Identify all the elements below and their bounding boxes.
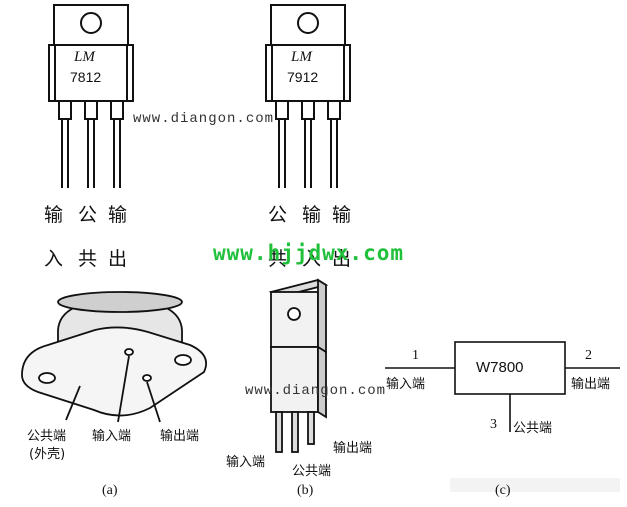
fig-c-label-input: 输入端 <box>386 377 426 392</box>
lm7812-brand: LM <box>74 49 95 65</box>
fig-b-label-common: 公共端 <box>292 464 332 479</box>
package-lm7812 <box>48 4 134 188</box>
fig-c-pin3-number: 3 <box>490 417 497 432</box>
fig-a-caption: (a) <box>102 483 118 498</box>
fig-b-label-input: 输入端 <box>226 455 266 470</box>
fig-a-label-input: 输入端 <box>92 429 132 444</box>
fig-b-caption: (b) <box>297 483 314 498</box>
lm7812-pin3-char2: 出 <box>108 248 128 270</box>
lm7912-brand: LM <box>291 49 312 65</box>
lm7912-pin3-char1: 输 <box>332 204 352 226</box>
lm7912-pin3-char2: 出 <box>332 248 352 270</box>
lm7812-pin2-char2: 共 <box>78 248 98 270</box>
fig-c-chip-name: W7800 <box>476 359 524 376</box>
package-to220-b <box>268 278 329 453</box>
lm7812-pin2-char1: 公 <box>78 204 98 226</box>
fig-a-label-common: 公共端 <box>27 429 67 444</box>
lm7912-pin1-char1: 公 <box>268 204 288 226</box>
lm7812-pin3-char1: 输 <box>108 204 128 226</box>
lm7912-pin2-char1: 输 <box>302 204 322 226</box>
lm7812-pin1-char1: 输 <box>44 204 64 226</box>
fig-c-pin1-number: 1 <box>412 348 419 363</box>
watermark-diangon-bottom: www.diangon.com <box>245 383 387 399</box>
lm7912-pin2-char2: 入 <box>302 248 322 270</box>
package-lm7912 <box>265 4 351 188</box>
lm7812-mounting-hole <box>80 12 102 34</box>
package-to3 <box>21 291 208 423</box>
lm7812-number: 7812 <box>70 69 102 85</box>
lm7812-pin1-char2: 入 <box>44 248 64 270</box>
lm7912-mounting-hole <box>297 12 319 34</box>
fig-c-label-common: 公共端 <box>513 421 553 436</box>
fig-b-label-output: 输出端 <box>333 441 373 456</box>
lm7912-number: 7912 <box>287 69 319 85</box>
symbol-w7800 <box>385 341 620 432</box>
lm7912-tab <box>270 4 346 46</box>
lm7812-tab <box>53 4 129 46</box>
watermark-hjjdwx: www.hjjdwx.com <box>213 241 405 265</box>
watermark-diangon-top: www.diangon.com <box>133 111 275 127</box>
fig-c-label-output: 输出端 <box>571 377 611 392</box>
fig-c-caption: (c) <box>495 483 511 498</box>
fig-a-label-case: (外壳) <box>29 447 66 462</box>
fig-a-label-output: 输出端 <box>160 429 200 444</box>
lm7912-pin1-char2: 共 <box>268 248 288 270</box>
fig-c-pin2-number: 2 <box>585 348 592 363</box>
